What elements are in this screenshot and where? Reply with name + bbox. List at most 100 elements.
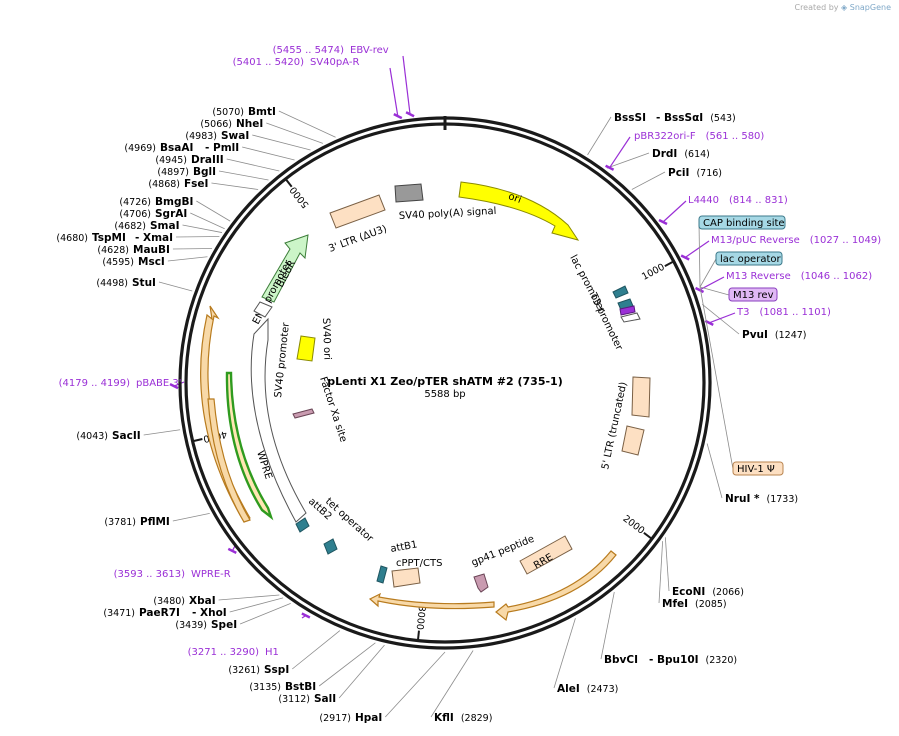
primer-wpre-r[interactable]: WPRE-R(3593 .. 3613) (114, 569, 231, 580)
feature-sv40-promoter-arrow[interactable] (250, 317, 307, 523)
feature-ltr5-label: 5' LTR (truncated) (600, 381, 629, 471)
enzyme-pvui[interactable]: PvuI(1247) (742, 329, 807, 341)
enzyme-leader (252, 134, 311, 151)
primer-h1[interactable]: H1(3271 .. 3290) (188, 647, 279, 658)
plasmid-name: pLenti X1 Zeo/pTER shATM #2 (735-1) (327, 375, 562, 388)
tick-label: 3000 (414, 605, 427, 630)
feature-m13-rev-box[interactable] (619, 305, 636, 316)
enzyme-position: (2066) (712, 587, 744, 598)
enzyme-leader (218, 594, 280, 601)
enzyme-bmgbi[interactable]: (4726)BmgBI (119, 196, 193, 208)
enzyme-kfli[interactable]: KflI(2829) (434, 712, 492, 724)
enzyme-name-secondary: - BssSαI (656, 112, 703, 124)
enzyme-smai[interactable]: (4682)SmaI (114, 220, 179, 232)
feature-ltr3-box[interactable] (329, 194, 386, 229)
enzyme-paer7i[interactable]: (3471)PaeR7I- XhoI (103, 607, 226, 619)
enzyme-draiii[interactable]: (4945)DraIII (155, 154, 223, 166)
feature-orf-arc-bottom-right[interactable] (495, 550, 617, 622)
primer-pbr322ori-f[interactable]: pBR322ori-F(561 .. 580) (634, 131, 764, 142)
primer-position: (1081 .. 1101) (759, 307, 831, 318)
enzyme-alei[interactable]: AleI(2473) (557, 683, 618, 695)
primer-sv40pa-r[interactable]: SV40pA-R(5401 .. 5420) (233, 57, 360, 68)
callout-label: HIV-1 Ψ (737, 464, 775, 475)
feature-t3-promoter-box[interactable] (620, 312, 641, 323)
feature-attb2-box[interactable] (295, 517, 310, 533)
primer-name: pBR322ori-F (634, 131, 696, 142)
primer-t3[interactable]: T3(1081 .. 1101) (736, 307, 831, 318)
enzyme-bgli[interactable]: (4897)BglI (157, 166, 216, 178)
enzyme-name: TspMI (92, 232, 126, 244)
enzyme-sali[interactable]: (3112)SalI (278, 693, 336, 705)
enzyme-bsaai[interactable]: (4969)BsaAI- PmlI (124, 142, 239, 154)
enzyme-name: BssSI (614, 112, 646, 124)
callout-lac-operator[interactable]: lac operator (715, 251, 783, 266)
callout-box (715, 251, 783, 266)
snapgene-logo-icon: ◈ (841, 3, 848, 12)
callout-hiv1-psi[interactable]: HIV-1 Ψ (732, 461, 784, 476)
enzyme-sgrai[interactable]: (4706)SgrAI (119, 208, 187, 220)
enzyme-nrui[interactable]: NruI *(1733) (725, 493, 798, 505)
feature-lac-promoter-box[interactable] (612, 285, 629, 299)
feature-orf-arc-bottom-left[interactable] (368, 592, 495, 610)
enzyme-sacii[interactable]: (4043)SacII (76, 430, 140, 442)
enzyme-leader (664, 537, 670, 592)
feature-em7-arrow[interactable] (253, 301, 273, 318)
enzyme-econi[interactable]: EcoNI(2066) (672, 586, 744, 598)
enzyme-position: (4983) (185, 131, 217, 142)
feature-ltr5-box-upper[interactable] (631, 376, 651, 418)
enzyme-name: DrdI (652, 148, 677, 160)
enzyme-bbvci[interactable]: BbvCI- Bpu10I(2320) (604, 654, 737, 666)
callout-m13-rev[interactable]: M13 rev (728, 287, 778, 302)
enzyme-maubi[interactable]: (4628)MauBI (97, 244, 170, 256)
enzyme-position: (1247) (775, 330, 807, 341)
enzyme-swai[interactable]: (4983)SwaI (185, 130, 249, 142)
enzyme-nhei[interactable]: (5066)NheI (200, 118, 263, 130)
primer-l4440[interactable]: L4440(814 .. 831) (688, 195, 788, 206)
enzyme-hpai[interactable]: (2917)HpaI (319, 712, 382, 724)
callout-label: CAP binding site (703, 218, 785, 229)
enzyme-leader (172, 248, 213, 250)
primer-pbabe-3[interactable]: pBABE 3'(4179 .. 4199) (59, 378, 182, 389)
enzyme-name: BmtI (248, 106, 276, 118)
enzyme-bstbi[interactable]: (3135)BstBI (249, 681, 316, 693)
backbone-ring (178, 116, 712, 650)
feature-sv40-ori-box[interactable] (296, 335, 316, 362)
enzyme-xbai[interactable]: (3480)XbaI (153, 595, 215, 607)
enzyme-bmti[interactable]: (5070)BmtI (212, 106, 275, 118)
enzyme-leader (143, 429, 181, 436)
primer-ebv-rev[interactable]: EBV-rev(5455 .. 5474) (273, 45, 389, 56)
enzyme-fsei[interactable]: (4868)FseI (148, 178, 208, 190)
enzyme-mfei[interactable]: MfeI(2085) (662, 598, 727, 610)
feature-ltr5-box-lower[interactable] (621, 425, 645, 456)
feature-attb1-box[interactable] (376, 565, 388, 584)
feature-tet-operator-box[interactable] (323, 538, 338, 555)
feature-factor-xa-box[interactable] (292, 408, 315, 419)
primer-m13-puc-reverse[interactable]: M13/pUC Reverse(1027 .. 1049) (711, 235, 881, 246)
enzyme-spei[interactable]: (3439)SpeI (175, 619, 237, 631)
primer-m13-reverse[interactable]: M13 Reverse(1046 .. 1062) (726, 271, 872, 282)
enzyme-leader (600, 591, 615, 660)
enzyme-pcii[interactable]: PciI(716) (668, 167, 722, 179)
feature-rre-box[interactable] (519, 535, 573, 575)
enzyme-pflmi[interactable]: (3781)PflMI (104, 516, 169, 528)
enzyme-msci[interactable]: (4595)MscI (102, 256, 164, 268)
feature-gp41-box[interactable] (473, 573, 489, 593)
snapgene-credit: Created by ◈ SnapGene (794, 3, 891, 12)
feature-wpre-arrow[interactable] (225, 371, 274, 521)
enzyme-drdi[interactable]: DrdI(614) (652, 148, 710, 160)
feature-cppt-box[interactable] (391, 567, 421, 588)
primer-name: M13 Reverse (726, 271, 791, 282)
feature-sv40-polya-box[interactable] (394, 183, 424, 203)
enzyme-tspmi[interactable]: (4680)TspMI- XmaI (56, 232, 173, 244)
callout-cap-binding-site[interactable]: CAP binding site (698, 215, 786, 230)
enzyme-name: BsaAI (160, 142, 193, 154)
enzyme-bsssi[interactable]: BssSI- BssSαI(543) (614, 112, 736, 124)
feature-tet-operator-label: tet operator (323, 496, 376, 545)
enzyme-name-secondary: - XhoI (192, 607, 227, 619)
feature-orf-arc-left-inner[interactable] (207, 398, 251, 523)
feature-ori-arrow[interactable] (458, 181, 580, 241)
enzyme-position: (3781) (104, 517, 136, 528)
feature-bleor-arrow[interactable] (261, 234, 309, 303)
enzyme-sspi[interactable]: (3261)SspI (228, 664, 289, 676)
enzyme-stui[interactable]: (4498)StuI (96, 277, 156, 289)
